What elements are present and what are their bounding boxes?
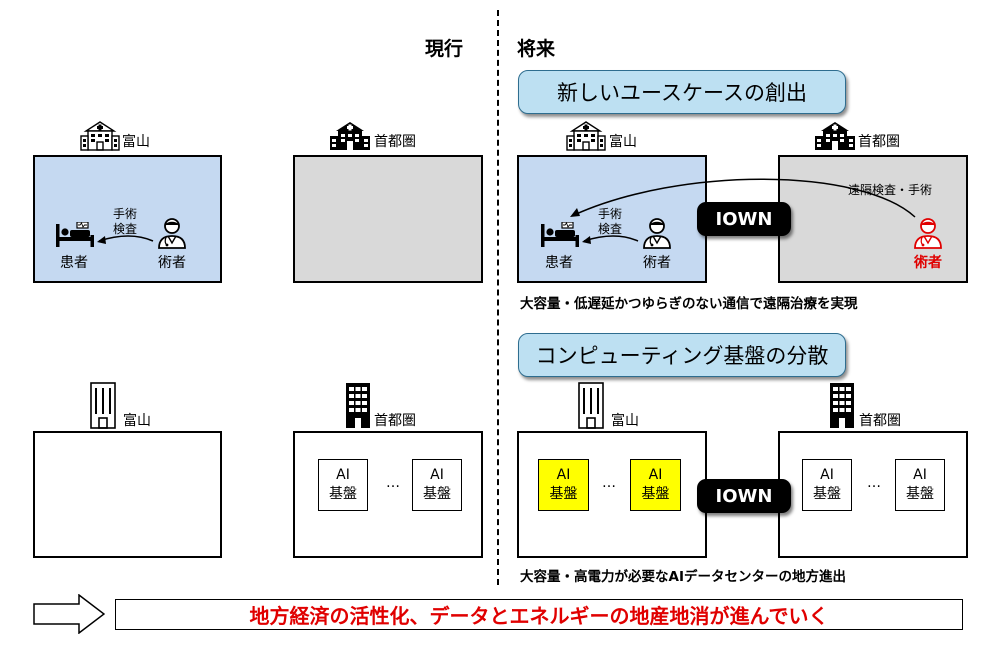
building-icon: [576, 380, 606, 430]
doctor-icon: [641, 217, 673, 249]
ai-line-ai: AI: [336, 467, 350, 483]
patient-bed-icon: [540, 222, 580, 248]
ai-ellipsis: …: [386, 475, 400, 491]
location-label-toyama: 富山: [611, 413, 639, 429]
region-box-toyama-dc-current: [33, 431, 222, 558]
ai-line-ai: AI: [556, 467, 571, 483]
location-label-shutoken: 首都圏: [374, 134, 416, 150]
remote-arrow: [570, 178, 916, 218]
ai-line-ai: AI: [648, 467, 663, 483]
location-label-toyama: 富山: [122, 134, 150, 150]
ai-line-ai: AI: [430, 467, 444, 483]
local-arrow: [582, 235, 639, 244]
patient-bed-icon: [55, 222, 95, 248]
computing-pill: コンピューティング基盤の分散: [518, 333, 846, 377]
ai-line-platform: 基盤: [423, 486, 451, 502]
ai-line-platform: 基盤: [329, 486, 357, 502]
iown-badge: IOWN: [697, 479, 791, 513]
ai-line-platform: 基盤: [641, 486, 670, 502]
ai-platform-box: AI 基盤: [318, 459, 368, 511]
patient-label: 患者: [60, 255, 88, 271]
section-divider: [497, 10, 499, 585]
use-case-pill: 新しいユースケースの創出: [518, 70, 846, 114]
medical-caption: 大容量・低遅延かつゆらぎのない通信で遠隔治療を実現: [520, 296, 858, 312]
location-label-toyama: 富山: [609, 134, 637, 150]
ai-line-ai: AI: [820, 467, 834, 483]
building-icon: [343, 380, 373, 430]
doctor-icon: [156, 217, 188, 249]
surgeon-label: 術者: [643, 255, 671, 271]
ai-ellipsis: …: [867, 475, 881, 491]
doctor-icon: [912, 217, 944, 249]
local-action-label: 手術 検査: [590, 207, 630, 237]
region-box-toyama-medical-current: [33, 155, 222, 283]
iown-badge: IOWN: [697, 202, 791, 236]
ai-line-platform: 基盤: [813, 486, 841, 502]
action-line-exam: 検査: [112, 222, 137, 236]
ai-platform-box: AI 基盤: [802, 459, 852, 511]
ai-platform-box: AI 基盤: [412, 459, 462, 511]
location-label-toyama: 富山: [123, 413, 151, 429]
location-label-shutoken: 首都圏: [374, 413, 416, 429]
hospital-icon: [330, 120, 370, 152]
ai-line-platform: 基盤: [549, 486, 578, 502]
building-icon: [88, 380, 118, 430]
building-icon: [827, 380, 857, 430]
datacenter-caption: 大容量・高電力が必要なAIデータセンターの地方進出: [520, 569, 846, 585]
surgeon-label: 術者: [158, 255, 186, 271]
header-future: 将来: [517, 38, 556, 60]
hospital-icon: [815, 120, 855, 152]
remote-action-label: 遠隔検査・手術: [848, 183, 933, 197]
region-box-shutoken-medical-current: [293, 155, 483, 283]
remote-surgeon-label: 術者: [914, 255, 942, 271]
ai-ellipsis: …: [602, 475, 616, 491]
hospital-icon: [566, 120, 606, 152]
hospital-icon: [80, 120, 120, 152]
ai-platform-box-highlighted: AI 基盤: [630, 459, 681, 511]
location-label-shutoken: 首都圏: [859, 413, 901, 429]
action-line-surgery: 手術: [597, 207, 622, 221]
ai-line-platform: 基盤: [906, 486, 934, 502]
bottom-message: 地方経済の活性化、データとエネルギーの地産地消が進んでいく: [115, 599, 963, 630]
region-box-shutoken-medical-future: [778, 155, 968, 283]
ai-platform-box-highlighted: AI 基盤: [538, 459, 589, 511]
local-action-label: 手術 検査: [105, 207, 145, 237]
patient-label: 患者: [545, 255, 573, 271]
outline-arrow-icon: [33, 594, 105, 634]
header-current: 現行: [425, 38, 464, 60]
ai-platform-box: AI 基盤: [895, 459, 945, 511]
action-line-exam: 検査: [597, 222, 622, 236]
local-arrow: [97, 235, 154, 244]
action-line-surgery: 手術: [112, 207, 137, 221]
ai-line-ai: AI: [913, 467, 927, 483]
location-label-shutoken: 首都圏: [858, 134, 900, 150]
